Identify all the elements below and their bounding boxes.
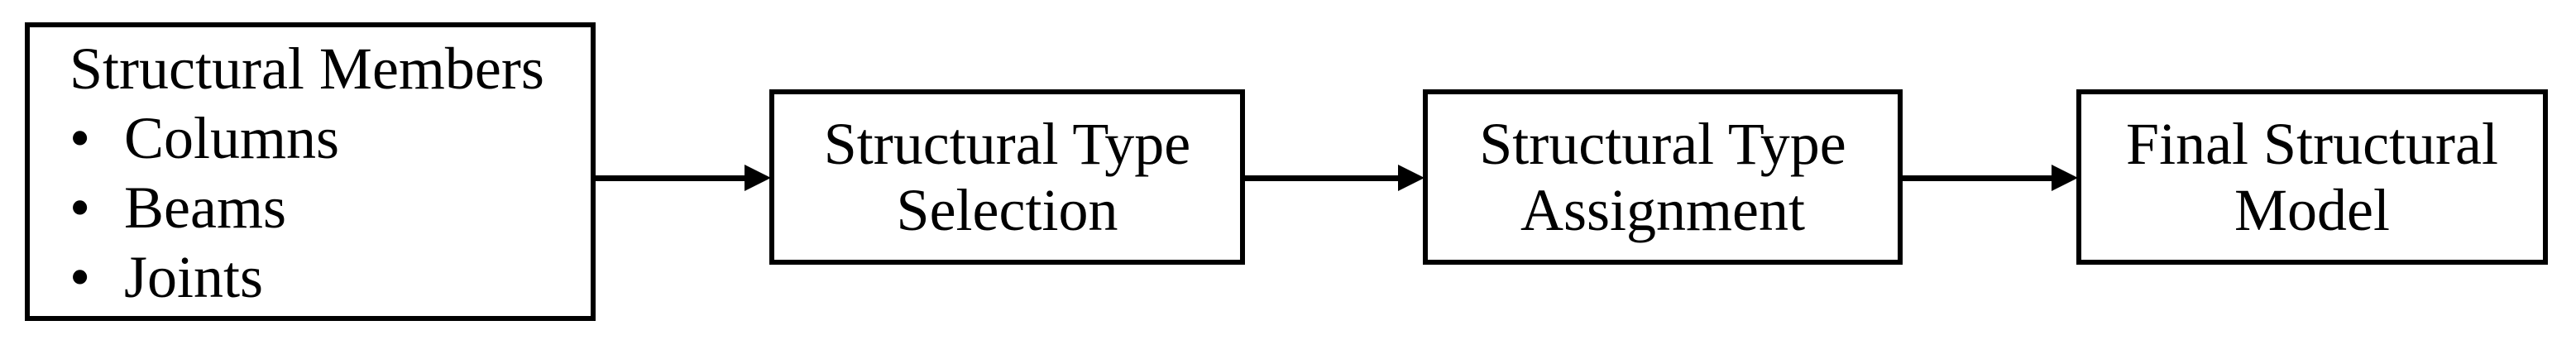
- bullet-label: Columns: [124, 105, 340, 171]
- node-label-line: Structural Type: [823, 111, 1191, 177]
- node-final-structural-model: Final Structural Model: [2076, 89, 2548, 265]
- arrowhead-icon: [1398, 165, 1424, 191]
- node-structural-type-selection: Structural Type Selection: [769, 89, 1245, 265]
- bullet-icon: •: [69, 244, 91, 310]
- bullet-label: Joints: [124, 244, 264, 310]
- node-label-line: Selection: [896, 177, 1118, 243]
- arrowhead-icon: [2052, 165, 2078, 191]
- node-structural-type-assignment: Structural Type Assignment: [1423, 89, 1903, 265]
- bullet-label: Beams: [124, 175, 286, 241]
- arrow-assignment-to-model: [1903, 165, 2078, 191]
- node-label-line: Model: [2234, 177, 2390, 243]
- arrow-shaft: [1903, 175, 2060, 181]
- node-label-line: Assignment: [1520, 177, 1805, 243]
- arrowhead-icon: [745, 165, 771, 191]
- bullet-icon: •: [69, 175, 91, 241]
- bullet-item: • Joints: [69, 242, 582, 312]
- bullet-item: • Beams: [69, 173, 582, 242]
- node-title: Structural Members: [69, 36, 544, 102]
- node-structural-members: Structural Members • Columns • Beams • J…: [25, 22, 596, 321]
- arrow-shaft: [1245, 175, 1406, 181]
- arrow-selection-to-assignment: [1245, 165, 1424, 191]
- bullet-item: • Columns: [69, 103, 582, 173]
- node-label-line: Structural Type: [1479, 111, 1846, 177]
- arrow-members-to-selection: [596, 165, 771, 191]
- node-label-line: Final Structural: [2126, 111, 2498, 177]
- bullet-list: • Columns • Beams • Joints: [69, 103, 582, 312]
- arrow-shaft: [596, 175, 753, 181]
- bullet-icon: •: [69, 105, 91, 171]
